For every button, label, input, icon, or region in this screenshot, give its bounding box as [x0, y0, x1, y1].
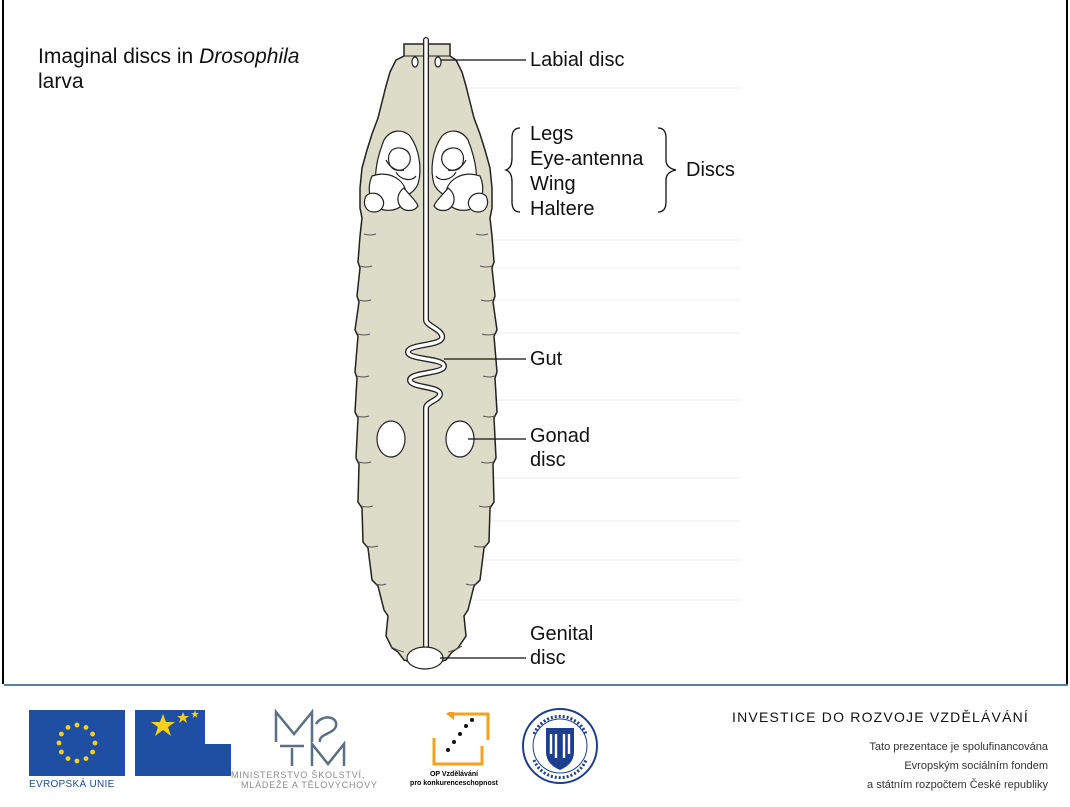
labial-disc-right: [435, 57, 441, 67]
muni-seal-icon: [520, 706, 600, 786]
op-label: OP Vzdělávání pro konkurenceschopnost: [410, 770, 498, 788]
msmt-line2: MLÁDEŽE A TĚLOVÝCHOVY: [231, 780, 378, 790]
footer-text-line3: a státním rozpočtem České republiky: [867, 779, 1048, 791]
investice-title: INVESTICE DO ROZVOJE VZDĚLÁVÁNÍ: [732, 709, 1029, 725]
genital-disc: [407, 647, 443, 669]
label-genital-line1: Genital: [530, 623, 593, 645]
footer-text-line1: Tato prezentace je spolufinancována: [869, 741, 1048, 753]
label-wing: Wing: [530, 172, 576, 196]
footer-text-line2: Evropským sociálním fondem: [904, 760, 1048, 772]
op-mark-icon: [432, 712, 490, 766]
label-genital: Genital disc: [530, 622, 593, 670]
larva-diagram: [0, 0, 1070, 684]
footer-rule: [4, 684, 1068, 686]
msmt-label: MINISTERSTVO ŠKOLSTVÍ, MLÁDEŽE A TĚLOVÝC…: [231, 770, 378, 790]
gonad-disc-left: [377, 421, 405, 457]
label-discs: Discs: [686, 158, 735, 182]
msmt-logo: [272, 708, 362, 766]
label-genital-line2: disc: [530, 647, 566, 669]
eu-label: EVROPSKÁ UNIE: [29, 779, 139, 790]
label-haltere: Haltere: [530, 197, 594, 221]
muni-seal-logo: [520, 706, 600, 786]
op-line1: OP Vzdělávání: [430, 771, 478, 778]
msmt-line1: MINISTERSTVO ŠKOLSTVÍ,: [231, 770, 365, 780]
label-eye-antenna: Eye-antenna: [530, 147, 643, 171]
esf-logo: [135, 710, 205, 776]
op-line2: pro konkurenceschopnost: [410, 780, 498, 787]
label-legs: Legs: [530, 122, 573, 146]
label-gonad: Gonad disc: [530, 424, 590, 472]
eu-flag-logo: [29, 710, 125, 776]
eu-stars-icon: [29, 710, 125, 776]
label-gonad-line2: disc: [530, 449, 566, 471]
label-gut: Gut: [530, 347, 562, 371]
op-logo: [432, 712, 490, 766]
esf-mark-icon: [135, 710, 235, 790]
label-gonad-line1: Gonad: [530, 425, 590, 447]
labial-disc-left: [412, 57, 418, 67]
msmt-mark-icon: [272, 708, 362, 766]
label-labial-disc: Labial disc: [530, 48, 625, 72]
